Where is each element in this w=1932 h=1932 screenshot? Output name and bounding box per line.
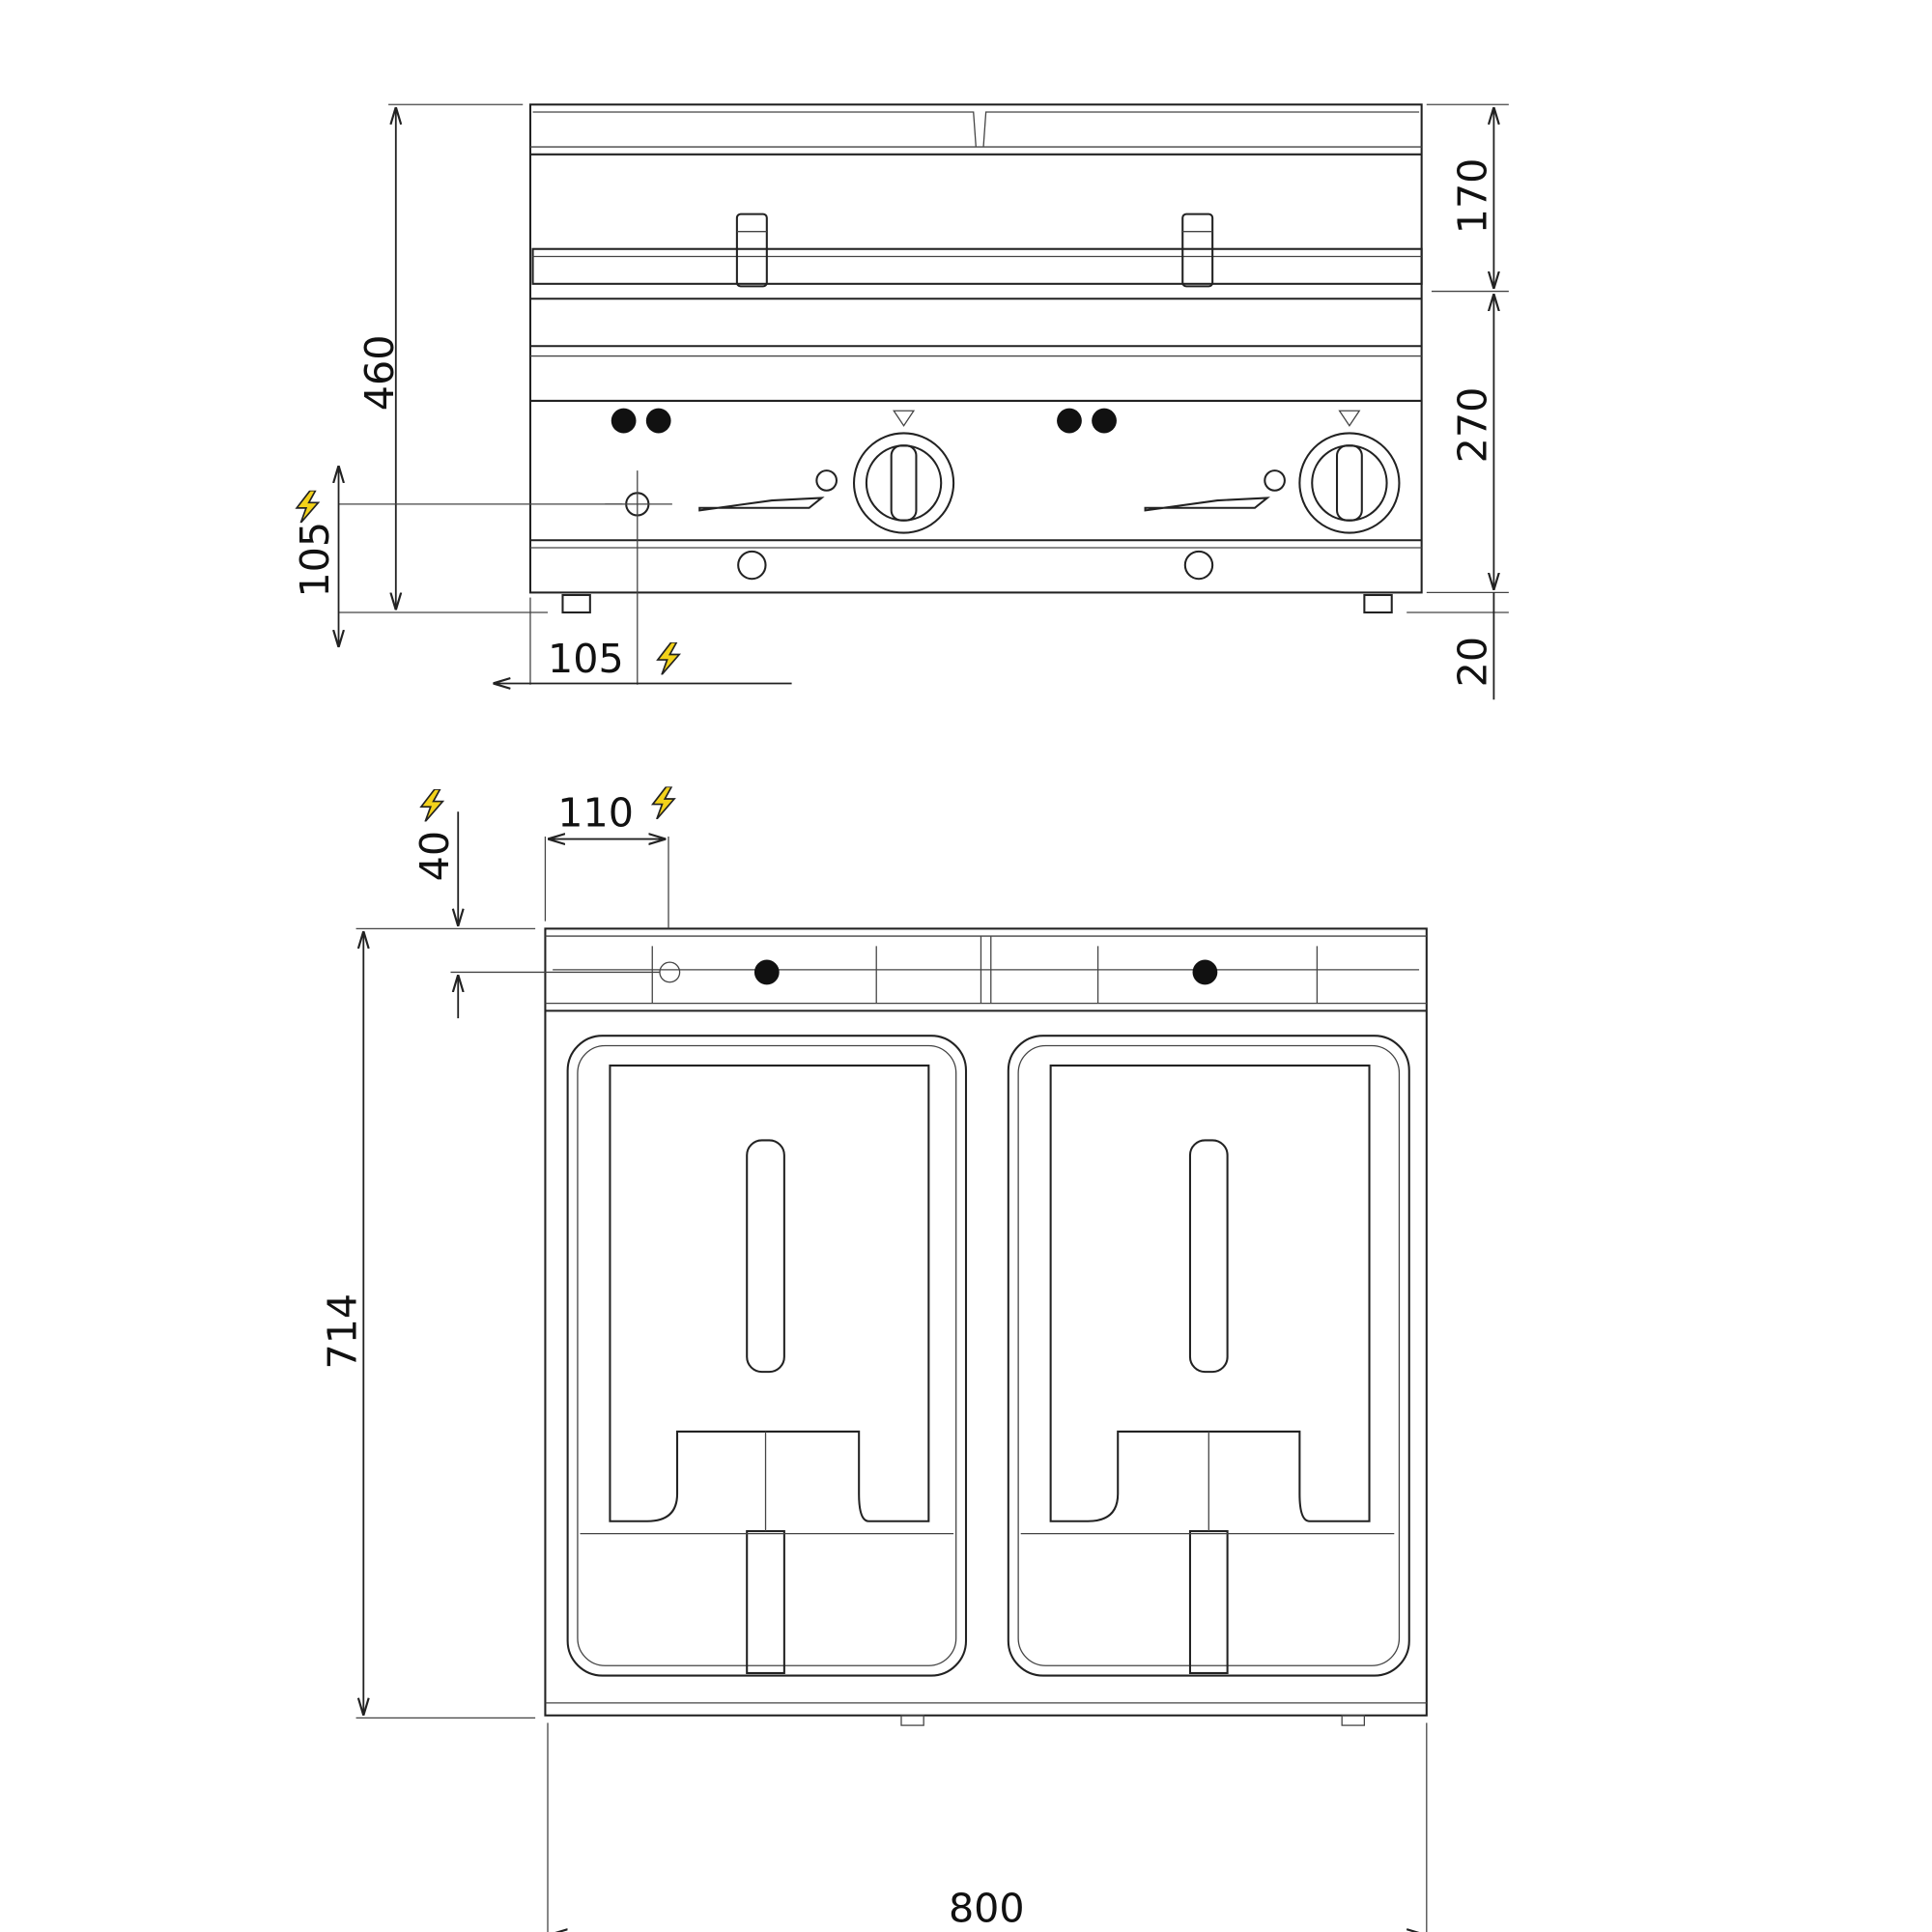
foot-left [561,593,591,614]
thermostat-knob-left [852,410,955,534]
lightning-bolt-icon [296,490,320,524]
dim-power-y: 40 [412,831,458,881]
foot-right [1363,593,1393,614]
basket-handle-front-left [735,213,768,288]
fry-tank-right [1007,1035,1410,1677]
dim-panel-section: 270 [1450,387,1496,464]
drain-right [1183,550,1214,581]
dim-power-offset: 105 [548,636,624,682]
top-view: 714 800 110 40 [320,786,1428,1932]
lightning-bolt-icon [651,786,675,819]
basket-handle-front-right [1181,213,1214,288]
drain-tap-right [1144,497,1270,512]
drain-tap-left [698,497,825,512]
dim-width: 800 [949,1886,1025,1932]
dim-top-section: 170 [1450,158,1496,235]
dim-power-x: 110 [557,790,634,837]
thermostat-knob-right [1298,410,1401,534]
dim-total-height: 460 [356,335,403,412]
fry-tank-left [566,1035,968,1677]
drain-left [737,550,767,581]
indicator-lights-right [1057,408,1117,434]
lightning-bolt-icon [420,789,444,822]
dim-power-height: 105 [292,522,338,598]
lightning-bolt-icon [656,641,681,675]
dim-depth: 714 [320,1293,366,1370]
front-view: 460 105 105 170 270 20 [292,103,1509,700]
dim-feet: 20 [1450,637,1496,687]
indicator-lights-left [611,408,671,434]
